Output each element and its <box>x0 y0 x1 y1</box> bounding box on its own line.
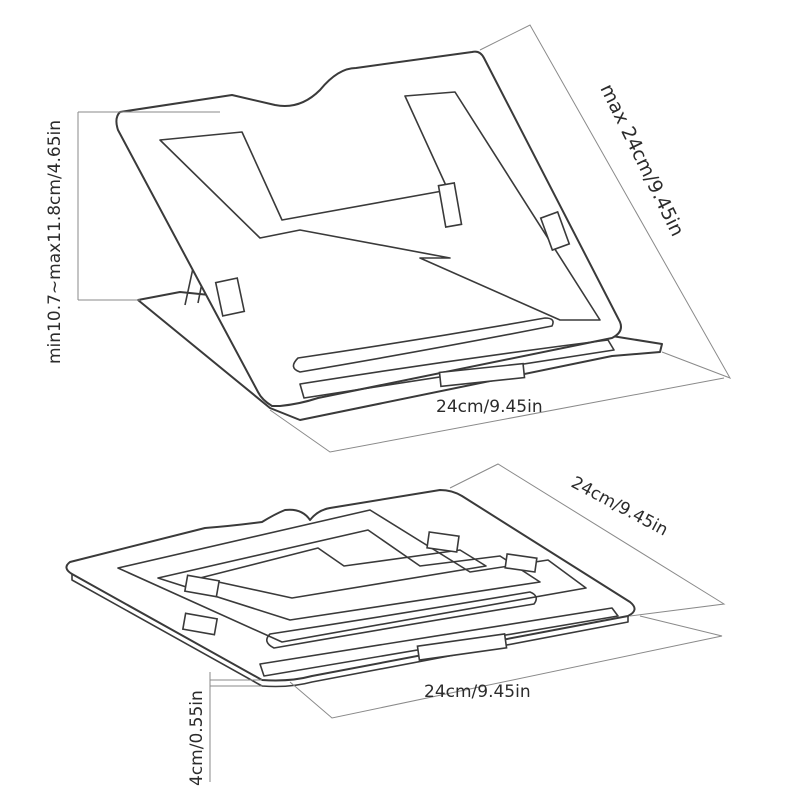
folded-width-label: 24cm/9.45in <box>424 682 531 702</box>
folded-hinge-clip-left <box>183 574 221 598</box>
raised-height-guide <box>77 111 220 301</box>
folded-frame-middle <box>157 529 541 621</box>
raised-width-guide <box>269 377 725 453</box>
raised-depth-label: max 24cm/9.45in <box>596 81 689 240</box>
folded-dimension-lines <box>209 463 726 782</box>
folded-frame-inner <box>199 547 487 599</box>
raised-front-slot-upper <box>292 317 554 373</box>
folded-frame-outer <box>117 509 587 643</box>
raised-front-slot-lower <box>299 339 615 399</box>
raised-height-label: min10.7~max11.8cm/4.65in <box>45 120 65 364</box>
folded-hinge-clip-lower <box>181 612 219 636</box>
folded-width-guide <box>289 615 723 719</box>
raised-dimension-lines <box>77 24 732 453</box>
raised-hinge-clip-mid <box>437 182 463 228</box>
raised-width-label: 24cm/9.45in <box>436 397 543 417</box>
raised-top-panel <box>115 50 622 407</box>
raised-depth-guide <box>479 24 732 379</box>
folded-depth-guide <box>449 463 726 617</box>
raised-hinge-clip-right <box>539 210 571 252</box>
raised-panel-cutout <box>159 91 601 321</box>
folded-plate <box>65 489 636 682</box>
raised-hinge-clip-left <box>214 277 246 317</box>
folded-plate-edge <box>71 574 629 688</box>
folded-front-slot-lower <box>259 607 619 677</box>
raised-front-hinge-bar <box>438 362 526 388</box>
folded-hinge-clip-far-right <box>504 553 538 573</box>
folded-height-label: 4cm/0.55in <box>187 690 207 786</box>
folded-hinge-clip-right <box>426 531 460 553</box>
folded-stand-illustration <box>65 489 636 688</box>
folded-height-guide <box>209 672 262 782</box>
raised-stand-illustration <box>115 50 663 421</box>
folded-depth-label: 24cm/9.45in <box>568 473 672 541</box>
folded-front-slot-upper <box>266 591 538 649</box>
folded-front-hinge-bar <box>416 633 508 661</box>
